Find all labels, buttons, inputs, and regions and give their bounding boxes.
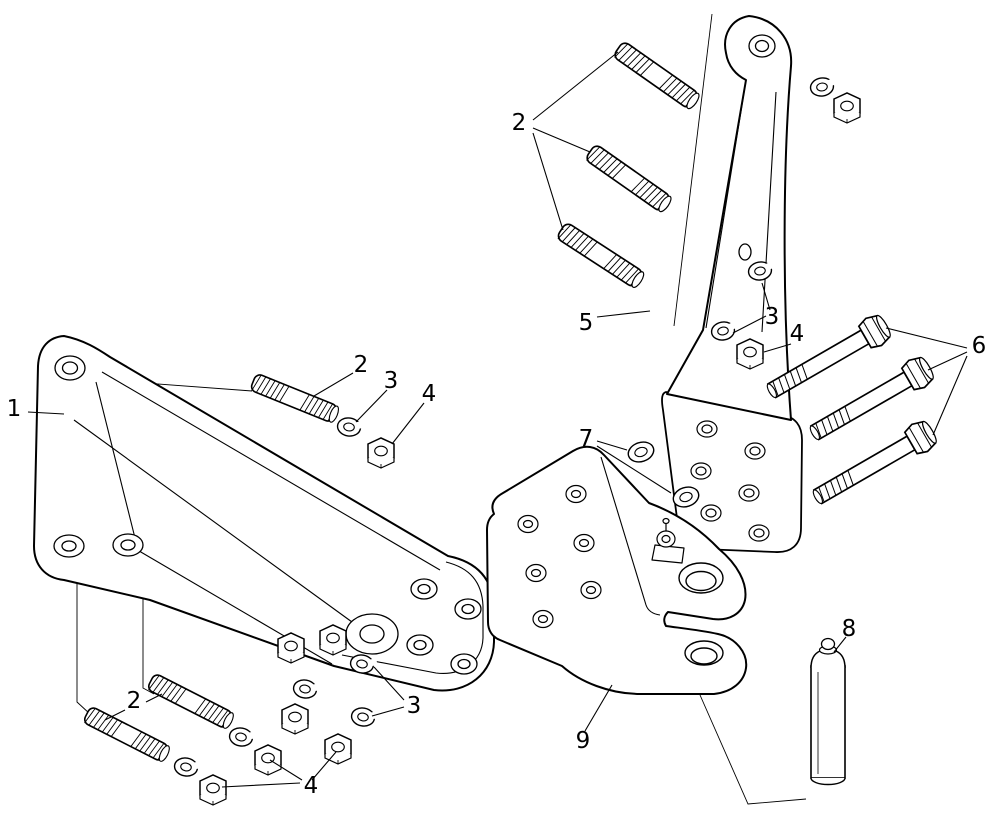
bracket-left-foot-inner [341,561,484,674]
stud [145,672,237,731]
lock-washer [172,755,204,780]
leader-8 [833,636,847,653]
callout-9-label: 9 [576,728,591,754]
leader-5 [596,310,651,318]
hex-nut [319,624,347,656]
mounting-bracket-left [33,335,495,692]
leader-3a [355,389,388,423]
callout-1-label: 1 [7,396,22,422]
hex-nut [199,774,227,806]
lock-washer [808,75,840,99]
stud [583,142,675,215]
callout-3-label: 3 [407,693,422,719]
bracket-left-holes [53,355,482,675]
lock-washer [291,677,323,702]
leader-4a [391,402,425,445]
lock-washer [335,415,367,439]
leader-3b [732,282,771,334]
leader-6 [885,327,968,436]
leader-7 [596,440,672,494]
leader-1 [27,411,65,415]
callout-3-label: 3 [384,368,399,394]
hex-nut [367,437,395,469]
callout-3-label: 3 [765,304,780,330]
callout-2-label: 2 [127,688,142,714]
clevis-plate-edge [600,456,661,616]
bracket-left-outline [33,335,495,692]
leader-2a [313,372,354,397]
callout-4-label: 4 [790,321,805,347]
leader-3c [371,666,405,717]
callout-4-label: 4 [304,773,319,799]
bracket-left-ridges [73,371,441,665]
callout-leader-lines [27,51,968,788]
leader-9 [584,684,613,732]
callout-2-label: 2 [354,352,369,378]
clevis-hitch [486,445,748,695]
leader-4b [763,343,792,353]
hex-nut [281,703,309,735]
lock-washer [227,725,259,750]
callout-8-label: 8 [842,616,857,642]
clevis-plate-holes [517,484,602,629]
hex-nut [254,744,282,776]
callout-6-label: 6 [972,333,987,359]
clevis-jaw-holes [678,562,724,666]
flat-washer [625,438,657,466]
hex-nut [277,632,305,664]
stud [249,372,342,425]
leader-2b [532,51,619,231]
bracket-tall-holes [738,34,776,261]
hex-nut [833,92,861,124]
assembly-reference-lines [76,13,807,805]
clevis-outline [486,445,748,695]
callout-5-label: 5 [579,310,594,336]
hex-nut [736,338,764,370]
callout-2-label: 2 [512,110,527,136]
stud [555,221,647,291]
stud [611,39,703,112]
callout-labels: 1 2 3 4 2 5 3 4 6 7 8 9 2 3 4 [7,110,987,799]
hitch-pin [810,637,846,786]
clevis-latch-pin [651,517,685,564]
lock-washer [349,705,381,730]
stud [81,705,173,764]
callout-4-label: 4 [422,381,437,407]
leader-4c [221,751,337,788]
bracket-tall-arm-outline [666,15,793,421]
leader-2c [104,693,163,721]
bracket-tall-base-plate [661,391,803,553]
callout-7-label: 7 [579,426,594,452]
bracket-tall-base-holes [690,420,770,542]
